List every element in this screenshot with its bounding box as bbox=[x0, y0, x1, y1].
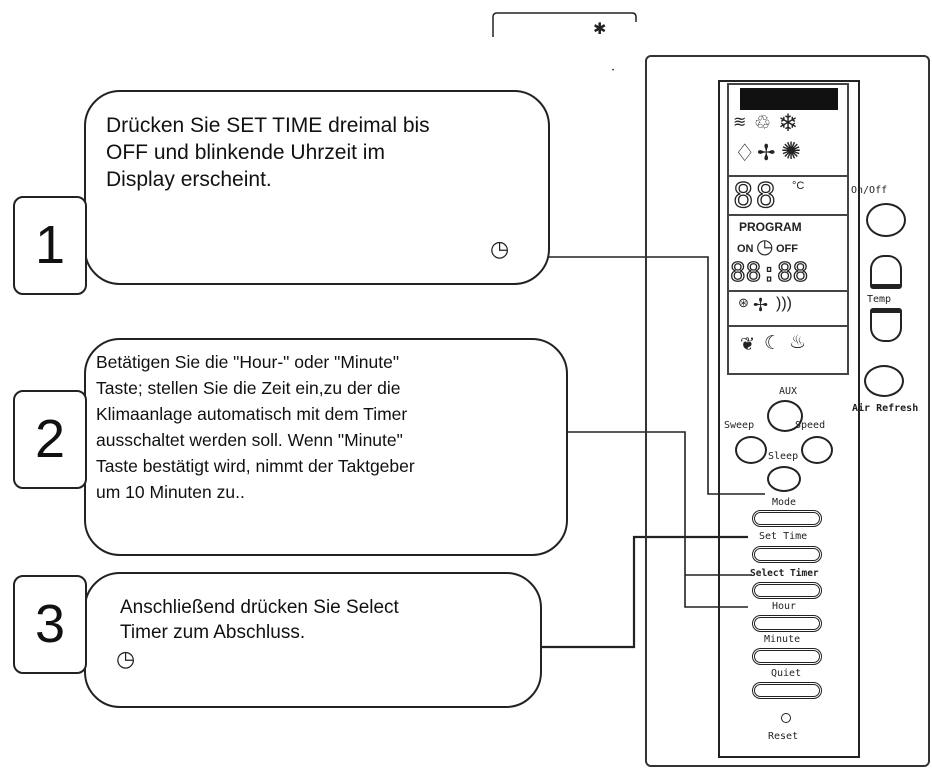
step-2-number: 2 bbox=[13, 390, 87, 489]
reset-label: Reset bbox=[768, 731, 799, 742]
water-drop-icon: ♢ bbox=[734, 140, 756, 167]
asterisk-icon: ✱ bbox=[593, 21, 607, 38]
temp-down-button[interactable] bbox=[870, 308, 902, 342]
select-timer-label: Select Timer bbox=[750, 568, 819, 579]
lcd-divider bbox=[729, 214, 847, 216]
step-3-text: Anschließend drücken Sie Select Timer zu… bbox=[120, 597, 399, 643]
mode-button[interactable] bbox=[752, 510, 822, 527]
on-off-button[interactable] bbox=[866, 203, 906, 237]
mode-label: Mode bbox=[772, 497, 797, 508]
reset-button[interactable] bbox=[781, 713, 791, 723]
aux-label: AUX bbox=[779, 386, 798, 397]
remote-control bbox=[645, 55, 930, 767]
temperature-digits: 88 bbox=[732, 175, 778, 216]
leaf-icon: ❦ bbox=[740, 334, 756, 354]
lcd-divider bbox=[729, 325, 847, 327]
sun-icon: ✺ bbox=[781, 138, 802, 165]
sweep-button[interactable] bbox=[735, 436, 767, 464]
gear-icon: ⊛ bbox=[738, 295, 749, 310]
fan-icon: ✢ bbox=[757, 140, 776, 165]
temperature-unit: °C bbox=[792, 180, 805, 192]
temp-up-button[interactable] bbox=[870, 255, 902, 289]
clock-icon: ◷ bbox=[756, 236, 774, 258]
air-refresh-button[interactable] bbox=[864, 365, 904, 397]
lcd-divider bbox=[729, 290, 847, 292]
signal-icon: ≋ bbox=[733, 114, 747, 131]
select-timer-button[interactable] bbox=[752, 582, 822, 599]
speed-button[interactable] bbox=[801, 436, 833, 464]
airflow-icon: ))) bbox=[776, 295, 792, 312]
program-label: PROGRAM bbox=[739, 220, 802, 234]
minute-button[interactable] bbox=[752, 648, 822, 665]
swing-icon: ♲ bbox=[754, 113, 772, 134]
timer-on-label: ON bbox=[737, 243, 754, 255]
clock-icon: ◷ bbox=[116, 646, 136, 671]
air-refresh-label: Air Refresh bbox=[852, 403, 919, 414]
temp-label: Temp bbox=[867, 294, 892, 305]
hour-button[interactable] bbox=[752, 615, 822, 632]
speed-label: Speed bbox=[795, 420, 826, 431]
step-1-number: 1 bbox=[13, 196, 87, 295]
heat-icon: ♨ bbox=[789, 332, 807, 353]
sleep-icon: ☾ bbox=[764, 333, 782, 354]
lcd-top-bar bbox=[740, 88, 838, 110]
step-3-number: 3 bbox=[13, 575, 87, 674]
lcd-divider bbox=[729, 175, 847, 177]
remote-panel bbox=[718, 80, 860, 758]
clock-icon: ◷ bbox=[490, 236, 510, 261]
sweep-label: Sweep bbox=[724, 420, 755, 431]
fan-icon: ✢ bbox=[753, 295, 769, 315]
sleep-button[interactable] bbox=[767, 466, 801, 492]
set-time-button[interactable] bbox=[752, 546, 822, 563]
aux-button[interactable] bbox=[767, 400, 803, 432]
set-time-label: Set Time bbox=[759, 531, 808, 542]
step-3-callout bbox=[84, 572, 542, 708]
on-off-label: On/Off bbox=[851, 185, 888, 196]
step-1-text: Drücken Sie SET TIME dreimal bis OFF und… bbox=[106, 114, 430, 191]
step-2-text: Betätigen Sie die "Hour-" oder "Minute" … bbox=[96, 352, 415, 502]
quiet-label: Quiet bbox=[771, 668, 802, 679]
clock-digits: 88:88 bbox=[729, 257, 809, 288]
dot-icon: • bbox=[612, 68, 615, 74]
hour-label: Hour bbox=[772, 601, 797, 612]
minute-label: Minute bbox=[764, 634, 801, 645]
snowflake-icon: ❄ bbox=[778, 110, 799, 137]
sleep-label: Sleep bbox=[768, 451, 799, 462]
step-1-callout bbox=[84, 90, 550, 285]
timer-off-label: OFF bbox=[776, 243, 798, 255]
quiet-button[interactable] bbox=[752, 682, 822, 699]
